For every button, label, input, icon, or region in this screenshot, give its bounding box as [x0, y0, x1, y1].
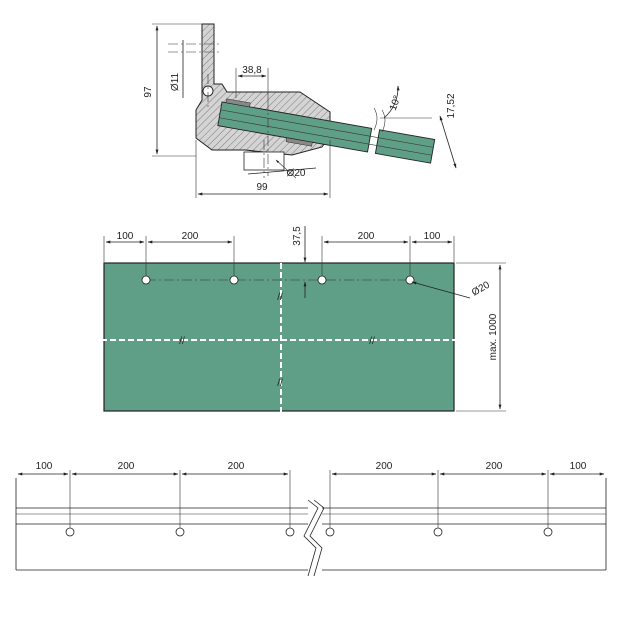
- gasket-top: [225, 98, 251, 108]
- glass-panel-end: [374, 129, 436, 164]
- dim-angle: 10°: [388, 94, 404, 112]
- angle-arc: [383, 85, 400, 119]
- rail-hole: [175, 527, 185, 537]
- rail-right: [322, 478, 607, 571]
- dim-height: 97: [143, 86, 154, 98]
- rail-hole: [325, 527, 335, 537]
- panel-hole: [405, 275, 415, 285]
- dim-right-edge: 100: [424, 231, 441, 242]
- dim-right-spacing: 200: [358, 231, 375, 242]
- svg-text://: //: [277, 378, 283, 389]
- front-view: 100 200 200 200 200 100: [15, 461, 607, 577]
- dim-front-6: 100: [570, 461, 587, 472]
- plan-view: // // // // 100 200 200 100 37,5 Ø20: [92, 226, 506, 422]
- dim-front-4: 200: [376, 461, 393, 472]
- dim-left-edge: 100: [117, 231, 134, 242]
- profile-view: 97 Ø11 38,8 10° 17,52 Ø20 99: [143, 23, 457, 198]
- dim-offset: 38,8: [242, 65, 262, 76]
- dim-width: 99: [256, 182, 268, 193]
- svg-text://: //: [369, 336, 375, 347]
- dim-hole-offset: 37,5: [292, 226, 303, 246]
- panel-hole: [229, 275, 239, 285]
- rail-hole: [65, 527, 75, 537]
- dim-bolt-diameter: Ø11: [170, 72, 181, 91]
- panel-hole: [317, 275, 327, 285]
- dim-front-3: 200: [228, 461, 245, 472]
- dim-front-5: 200: [486, 461, 503, 472]
- dim-max-height: max. 1000: [488, 313, 499, 360]
- glass-panel-plan: [103, 262, 455, 412]
- rail-hole: [433, 527, 443, 537]
- glass-sheet-section: [217, 98, 436, 164]
- svg-text://: //: [277, 292, 283, 303]
- gasket-bottom: [285, 137, 313, 147]
- dim-hole-diameter: Ø20: [287, 168, 306, 179]
- glass-break-mark: [373, 107, 386, 133]
- svg-text://: //: [179, 336, 185, 347]
- rail-left: [15, 478, 308, 571]
- panel-hole: [141, 275, 151, 285]
- dim-left-spacing: 200: [182, 231, 199, 242]
- rail-hole: [285, 527, 295, 537]
- dim-front-1: 100: [36, 461, 53, 472]
- rail-hole: [543, 527, 553, 537]
- dim-plan-hole: Ø20: [470, 279, 492, 298]
- dim-glass-thickness: 17,52: [446, 93, 457, 118]
- dim-front-2: 200: [118, 461, 135, 472]
- rail-break-mark: [303, 499, 325, 577]
